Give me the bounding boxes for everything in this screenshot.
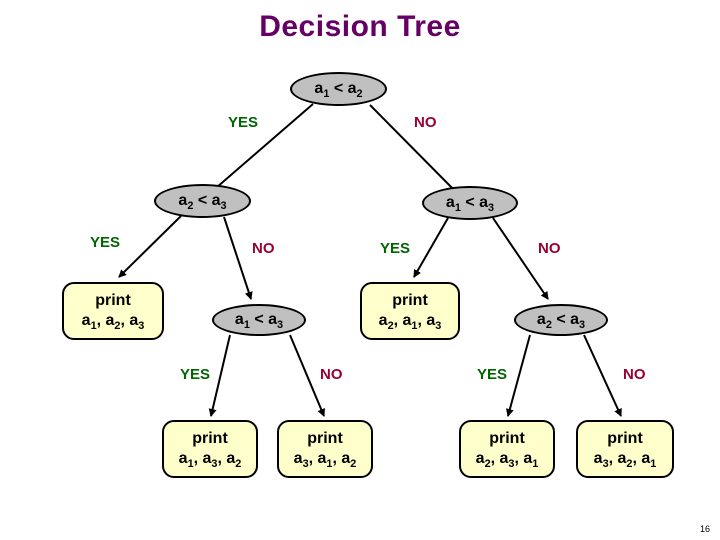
edge-l3mid-no bbox=[289, 334, 325, 417]
decision-node-l3-right-label: a2 < a3 bbox=[536, 311, 586, 332]
leaf-print-label: print bbox=[489, 430, 525, 447]
leaf-node-print-a2a1a3: print a2, a1, a3 bbox=[360, 282, 460, 340]
edge-label-l3right-no: NO bbox=[623, 366, 646, 383]
edge-label-l3mid-no: NO bbox=[320, 366, 343, 383]
page-number: 16 bbox=[699, 524, 710, 534]
leaf-sequence: a3, a2, a1 bbox=[593, 450, 657, 471]
leaf-sequence: a1, a2, a3 bbox=[81, 312, 145, 333]
leaf-print-label: print bbox=[192, 430, 228, 447]
edge-l3right-no bbox=[583, 334, 622, 417]
edge-root-yes bbox=[208, 103, 314, 195]
leaf-sequence: a1, a3, a2 bbox=[178, 450, 242, 471]
edge-label-root-no: NO bbox=[414, 114, 437, 131]
leaf-print-label: print bbox=[392, 292, 428, 309]
leaf-print-label: print bbox=[95, 292, 131, 309]
leaf-node-print-a1a2a3: print a1, a2, a3 bbox=[62, 282, 164, 340]
edge-l2right-no bbox=[492, 217, 549, 300]
edge-l2left-yes bbox=[118, 215, 182, 278]
edge-label-l2left-yes: YES bbox=[90, 234, 121, 251]
edge-label-l3right-yes: YES bbox=[477, 366, 508, 383]
leaf-node-print-a2a3a1: print a2, a3, a1 bbox=[459, 420, 555, 478]
decision-node-root: a1 < a2 bbox=[290, 72, 387, 106]
edge-label-l2right-no: NO bbox=[538, 240, 561, 257]
decision-node-l2-right: a1 < a3 bbox=[422, 186, 518, 220]
edge-l2left-no bbox=[223, 216, 253, 300]
edge-l2right-yes bbox=[413, 217, 449, 278]
decision-node-l2-left-label: a2 < a3 bbox=[178, 192, 227, 213]
edge-l3mid-yes bbox=[208, 334, 231, 417]
decision-node-l3-right: a2 < a3 bbox=[514, 304, 608, 336]
edge-label-l2right-yes: YES bbox=[380, 240, 411, 257]
page-title: Decision Tree bbox=[259, 10, 461, 43]
decision-node-l3-mid-label: a1 < a3 bbox=[234, 311, 284, 332]
edge-label-l2left-no: NO bbox=[252, 240, 275, 257]
leaf-sequence: a3, a1, a2 bbox=[293, 450, 357, 471]
leaf-sequence: a2, a3, a1 bbox=[475, 450, 539, 471]
leaf-node-print-a3a2a1: print a3, a2, a1 bbox=[576, 420, 674, 478]
decision-node-root-label: a1 < a2 bbox=[314, 80, 363, 101]
leaf-sequence: a2, a1, a3 bbox=[378, 312, 442, 333]
leaf-node-print-a3a1a2: print a3, a1, a2 bbox=[277, 420, 373, 478]
leaf-node-print-a1a3a2: print a1, a3, a2 bbox=[162, 420, 258, 478]
edge-label-l3mid-yes: YES bbox=[180, 366, 211, 383]
decision-node-l2-left: a2 < a3 bbox=[154, 184, 251, 218]
edge-root-no bbox=[369, 104, 465, 201]
decision-node-l2-right-label: a1 < a3 bbox=[445, 194, 495, 215]
leaf-print-label: print bbox=[307, 430, 343, 447]
edge-label-root-yes: YES bbox=[228, 114, 259, 131]
leaf-print-label: print bbox=[607, 430, 643, 447]
edge-l3right-yes bbox=[505, 334, 531, 417]
decision-node-l3-mid: a1 < a3 bbox=[212, 304, 306, 336]
